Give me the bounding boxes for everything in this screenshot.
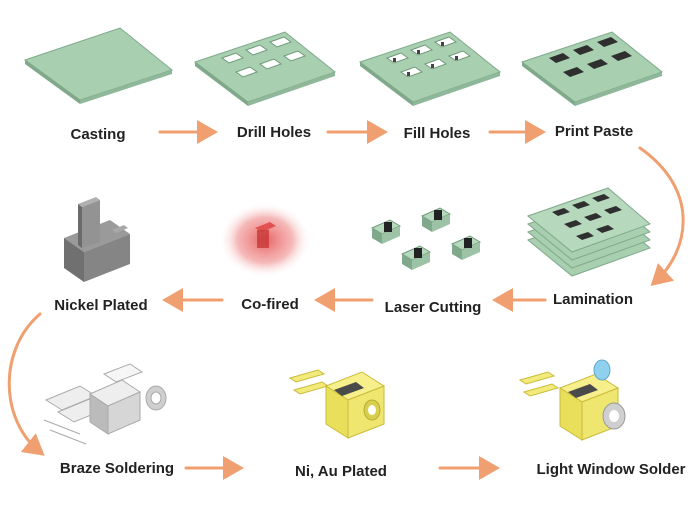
lamination-stack-image [526,187,651,277]
co-fired-part-image [219,202,311,278]
print-paste-plate-image [520,31,664,106]
step-label-braze-soldering: Braze Soldering [59,460,175,477]
ni-au-plated-part-image [288,369,386,439]
laser-cut-pieces-image [370,207,482,270]
fill-holes-plate-image [358,31,502,106]
step-label-nickel-plated: Nickel Plated [54,297,148,314]
step-label-print-paste: Print Paste [554,123,634,140]
step-label-light-window-solder: Light Window Solder [536,461,686,478]
arrow-print-to-lamination [638,146,685,287]
step-label-lamination: Lamination [552,291,634,308]
nickel-plated-part-image [64,197,130,282]
casting-plate-image [23,27,174,104]
arrow-nickel-to-braze [7,312,45,456]
step-label-casting: Casting [70,126,126,143]
step-label-fill-holes: Fill Holes [403,125,471,142]
step-label-laser-cutting: Laser Cutting [384,299,482,316]
step-label-drill-holes: Drill Holes [236,124,312,141]
braze-soldering-image [43,363,167,445]
step-label-ni-au-plated: Ni, Au Plated [295,463,387,480]
light-window-part-image [518,359,626,441]
step-label-co-fired: Co-fired [241,296,299,313]
drill-holes-plate-image [193,31,337,106]
